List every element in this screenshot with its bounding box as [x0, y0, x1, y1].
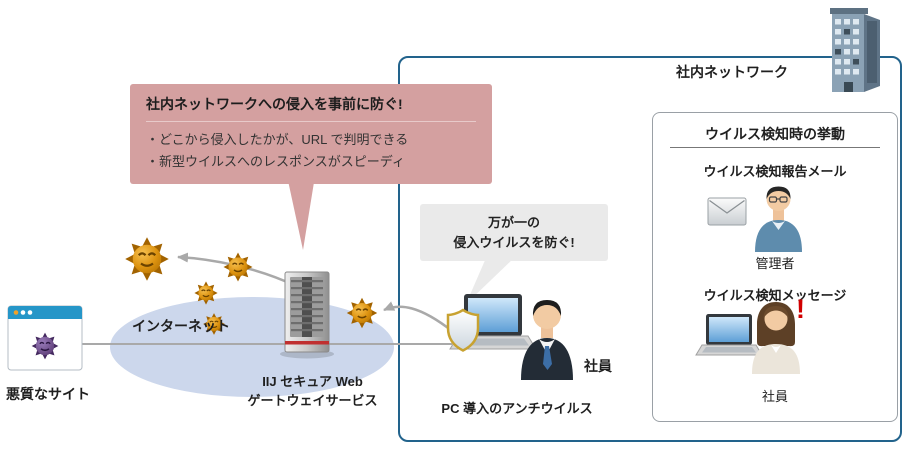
pc-employee-label: 社員 [584, 358, 612, 374]
internet-label: インターネット [132, 318, 230, 334]
employee-female-icon [752, 302, 800, 374]
pc-antivirus-label: PC 導入のアンチウイルス [441, 401, 593, 416]
prevention-callout-rule [146, 121, 476, 122]
antivirus-callout-pointer [466, 258, 514, 304]
antivirus-pc-icon [446, 294, 537, 352]
prevention-bullet-2: ・新型ウイルスへのレスポンスがスピーディ [146, 154, 405, 170]
internal-network-label: 社内ネットワーク [676, 64, 788, 80]
virus-icon [347, 298, 377, 328]
mail-icon [707, 197, 747, 226]
prevention-callout-bullets: ・どこから侵入したかが、URL で判明できる ・新型ウイルスへのレスポンスがスピ… [130, 122, 492, 184]
gateway-server-icon [280, 271, 334, 359]
prevention-callout: 社内ネットワークへの侵入を事前に防ぐ! ・どこから侵入したかが、URL で判明で… [130, 84, 492, 185]
virus-icon [194, 281, 217, 304]
internal-network-boundary [398, 56, 902, 442]
prevention-bullet-1: ・どこから侵入したかが、URL で判明できる [146, 132, 409, 147]
mail-section-title: ウイルス検知報告メール [703, 164, 847, 179]
employee-icon [521, 300, 573, 380]
virus-icon [224, 253, 253, 282]
message-section-title: ウイルス検知メッセージ [703, 288, 847, 303]
admin-label: 管理者 [755, 256, 795, 271]
alert-exclamation: ! [796, 294, 805, 324]
panel-title: ウイルス検知時の挙動 [705, 126, 845, 142]
gateway-label-line2: ゲートウェイサービス [247, 392, 378, 408]
gateway-label-line1: IIJ セキュア Web [262, 374, 363, 389]
prevention-callout-title: 社内ネットワークへの侵入を事前に防ぐ! [146, 96, 403, 112]
antivirus-callout-line1: 万が一の [487, 215, 540, 230]
blocked-virus-arrow-right [383, 301, 453, 332]
building-icon [830, 8, 880, 92]
malicious-site-icon [7, 305, 83, 371]
gateway-label: IIJ セキュア Web ゲートウェイサービス [225, 373, 400, 411]
panel-title-rule [670, 147, 880, 148]
panel-employee-label: 社員 [761, 389, 788, 404]
shield-icon [446, 308, 480, 352]
antivirus-callout: 万が一の 侵入ウイルスを防ぐ! [420, 204, 608, 261]
antivirus-callout-line2: 侵入ウイルスを防ぐ! [453, 234, 575, 250]
prevention-callout-pointer [287, 176, 315, 250]
virus-icon [125, 237, 169, 281]
purple-virus-icon [32, 333, 59, 360]
laptop-icon [695, 314, 763, 356]
admin-icon [755, 186, 802, 252]
malicious-site-label: 悪質なサイト [6, 386, 90, 402]
